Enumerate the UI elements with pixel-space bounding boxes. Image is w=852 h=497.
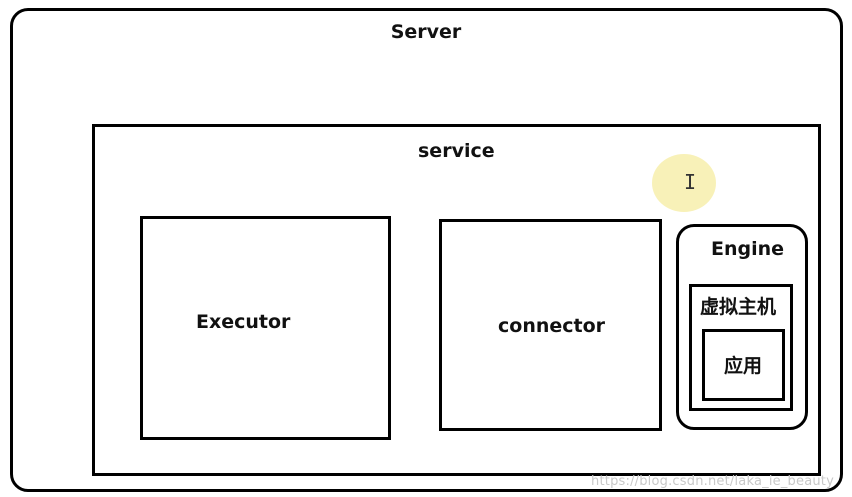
executor-label: Executor bbox=[196, 311, 291, 333]
virtual-host-label: 虚拟主机 bbox=[700, 296, 777, 318]
virtual-host-box bbox=[689, 284, 793, 411]
connector-label: connector bbox=[498, 315, 606, 337]
application-box bbox=[702, 329, 785, 401]
engine-label: Engine bbox=[711, 238, 785, 260]
connector-box bbox=[439, 219, 662, 431]
service-box bbox=[92, 124, 821, 476]
executor-box bbox=[140, 216, 391, 440]
application-label: 应用 bbox=[724, 355, 763, 377]
engine-box bbox=[676, 224, 808, 430]
server-box bbox=[10, 8, 843, 492]
watermark: https://blog.csdn.net/laka_ie_beauty bbox=[591, 474, 834, 489]
text-cursor-icon: Ι bbox=[684, 170, 697, 194]
server-label: Server bbox=[390, 21, 462, 43]
service-label: service bbox=[418, 140, 495, 162]
cursor-highlight bbox=[652, 154, 716, 212]
